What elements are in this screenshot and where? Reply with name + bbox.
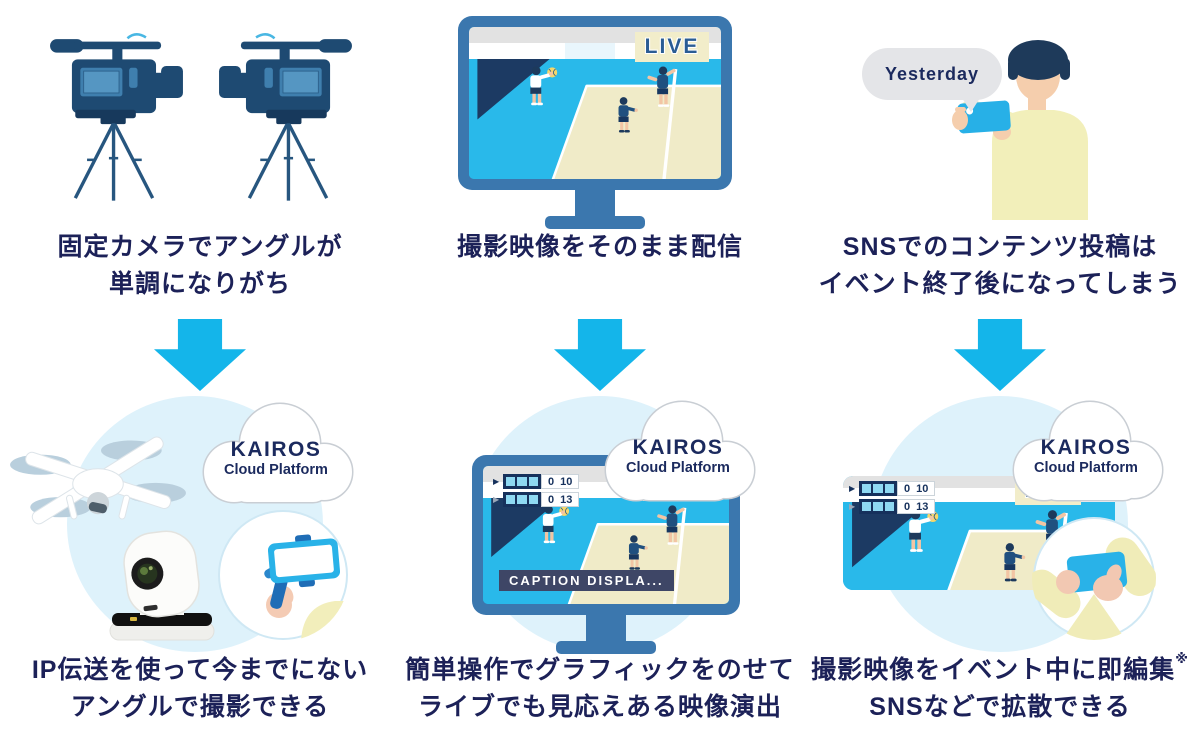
kairos-cloud-badge: KAIROS Cloud Platform — [1006, 396, 1166, 508]
gimbal-phone-icon — [218, 510, 349, 641]
monitor-stand-neck — [586, 615, 626, 641]
caption-line: IP伝送を使って今までにない — [31, 656, 369, 684]
play-arrow-icon: ▶ — [849, 502, 856, 511]
cloud-brand: KAIROS — [632, 436, 724, 459]
play-arrow-icon: ▶ — [849, 484, 856, 493]
cloud-product: Cloud Platform — [1034, 460, 1138, 476]
caption-line: 簡単操作でグラフィックをのせて — [405, 656, 795, 684]
ptz-camera-icon — [109, 530, 215, 641]
team-flag-icon — [859, 481, 897, 496]
broadcast-screen: LIVE — [469, 27, 721, 179]
before-caption-col2: 撮影映像をそのまま配信 — [410, 229, 790, 266]
monitor-illustration: LIVE — [458, 16, 732, 229]
caption-line: SNSでのコンテンツ投稿は — [842, 233, 1158, 261]
monitor-stand-base — [545, 216, 645, 229]
cloud-product: Cloud Platform — [224, 462, 328, 478]
caption-line: イベント終了後になってしまう — [818, 270, 1182, 298]
after-caption-col1: IP伝送を使って今までにない アングルで撮影できる — [10, 652, 390, 726]
speech-bubble-text: Yesterday — [884, 63, 980, 84]
caption-line: SNSなどで拡散できる — [869, 693, 1131, 721]
cloud-text: KAIROS Cloud Platform — [1006, 396, 1166, 508]
hands-phone-icon — [1032, 517, 1156, 640]
play-arrow-icon: ▶ — [493, 495, 500, 504]
play-arrow-icon: ▶ — [493, 477, 500, 486]
monitor-bezel: LIVE — [458, 16, 732, 190]
team-flag-icon — [503, 474, 541, 489]
before-caption-col1: 固定カメラでアングルが 単調になりがち — [10, 229, 390, 303]
screen-accent-strip — [564, 43, 616, 59]
after-caption-col2: 簡単操作でグラフィックをのせて ライブでも見応えある映像演出 — [400, 652, 800, 726]
caption-line: 撮影映像をそのまま配信 — [456, 233, 743, 261]
volleyball-court-illustration — [469, 59, 721, 179]
speech-bubble: Yesterday — [862, 48, 1002, 100]
caption-line: 撮影映像をイベント中に即編集※ — [811, 651, 1189, 684]
caption-line: 単調になりがち — [108, 270, 291, 298]
camcorder-tripod-icon — [48, 32, 185, 203]
down-arrow-icon — [554, 319, 646, 391]
fixed-cameras-illustration — [45, 16, 357, 212]
live-badge: LIVE — [635, 32, 709, 62]
kairos-cloud-badge: KAIROS Cloud Platform — [196, 398, 356, 510]
cloud-brand: KAIROS — [1040, 436, 1132, 459]
monitor-stand-neck — [575, 190, 615, 216]
cloud-product: Cloud Platform — [626, 460, 730, 476]
kairos-cloud-badge: KAIROS Cloud Platform — [598, 396, 758, 508]
caption-line: アングルで撮影できる — [70, 693, 330, 721]
caption-line: 固定カメラでアングルが — [57, 233, 343, 261]
cloud-text: KAIROS Cloud Platform — [598, 396, 758, 508]
speech-bubble-tail — [962, 98, 980, 112]
caption-overlay-bar: CAPTION DISPLA... — [499, 570, 674, 591]
drone-icon — [10, 436, 186, 525]
camcorder-tripod-icon — [217, 32, 354, 203]
team-flag-icon — [859, 499, 897, 514]
down-arrow-icon — [154, 319, 246, 391]
cloud-brand: KAIROS — [230, 438, 322, 461]
before-caption-col3: SNSでのコンテンツ投稿は イベント終了後になってしまう — [800, 229, 1200, 303]
after-caption-col3: 撮影映像をイベント中に即編集※ SNSなどで拡散できる — [800, 652, 1200, 726]
caption-line: ライブでも見応えある映像演出 — [417, 693, 782, 721]
cloud-text: KAIROS Cloud Platform — [196, 398, 356, 510]
down-arrow-icon — [954, 319, 1046, 391]
footnote-mark: ※ — [1175, 651, 1189, 666]
team-flag-icon — [503, 492, 541, 507]
monitor-stand-base — [556, 641, 656, 654]
